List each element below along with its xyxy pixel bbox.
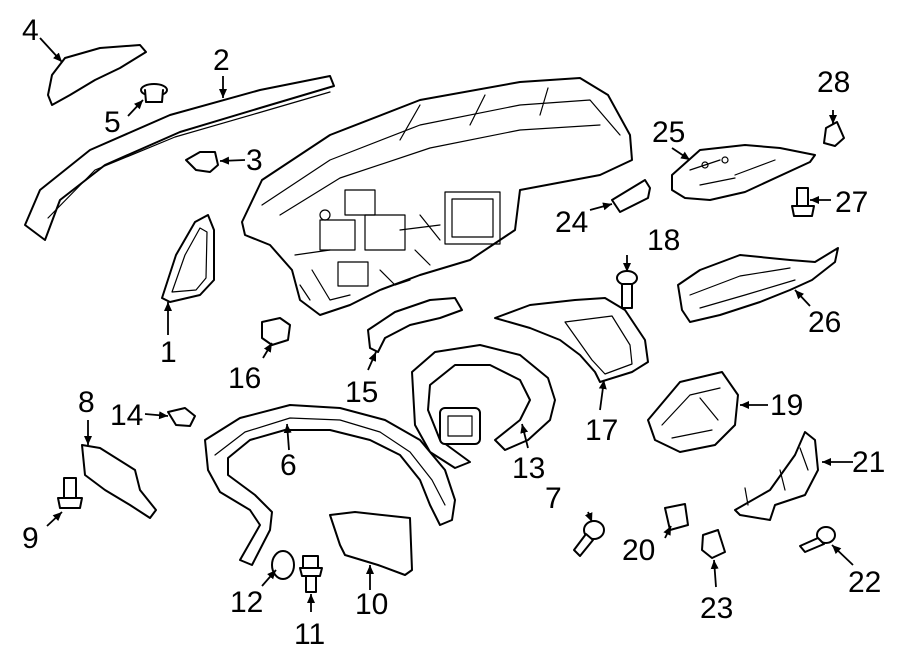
callout-10: 10: [355, 588, 388, 621]
callout-11: 11: [294, 618, 325, 651]
callout-7: 7: [545, 482, 562, 515]
callout-19: 19: [770, 389, 803, 422]
callout-25: 25: [652, 116, 685, 149]
callout-27: 27: [835, 186, 868, 219]
callout-17: 17: [585, 414, 618, 447]
part-2-upper-trim: [24, 75, 335, 241]
part-6-lower-trim: [204, 404, 456, 566]
callout-23: 23: [700, 592, 733, 625]
part-24-pad: [611, 179, 651, 213]
callout-5: 5: [104, 106, 121, 139]
callout-12: 12: [230, 586, 263, 619]
callout-4: 4: [22, 14, 39, 47]
leader-lines: [39, 37, 854, 612]
part-28-cap: [823, 121, 845, 147]
part-25-module: [671, 144, 816, 201]
callout-21: 21: [852, 446, 885, 479]
part-19-latch: [647, 371, 739, 453]
part-3-bracket: [185, 151, 219, 173]
part-16-bracket: [261, 317, 291, 346]
part-9-screw: [57, 477, 83, 509]
part-10-lower-panel: [329, 511, 413, 576]
callout-15: 15: [345, 376, 378, 409]
callout-1: 1: [160, 336, 177, 369]
callout-28: 28: [817, 66, 850, 99]
part-17-glovebox-frame: [494, 297, 649, 383]
callout-22: 22: [848, 566, 881, 599]
callout-labels: 4 2 5 3 1 16 15 13 17 18 19 21 22 23 20 …: [22, 14, 885, 651]
part-8-side-bracket: [81, 444, 157, 519]
callout-26: 26: [808, 306, 841, 339]
callout-3: 3: [246, 144, 263, 177]
part-18-bolt: [616, 270, 638, 309]
callout-9: 9: [22, 522, 39, 555]
part-13-column-cover: [411, 344, 556, 469]
instrument-panel-body: [241, 77, 633, 316]
part-4-side-cap: [47, 44, 147, 106]
part-14-clip: [167, 407, 196, 427]
part-5-clip: [140, 83, 168, 103]
callout-14: 14: [110, 399, 143, 432]
part-26-glovebox-door: [677, 247, 839, 323]
part-23-plate: [701, 529, 726, 559]
part-12-cap: [271, 550, 295, 580]
callout-18: 18: [647, 224, 680, 257]
callout-6: 6: [280, 449, 297, 482]
part-27-bolt: [791, 187, 815, 217]
part-1-end-panel: [161, 214, 215, 303]
callout-2: 2: [213, 44, 230, 77]
part-21-bracket: [734, 431, 819, 521]
part-11-bolt: [299, 555, 323, 593]
callout-8: 8: [78, 386, 95, 419]
part-7-screw: [573, 520, 605, 557]
callout-24: 24: [555, 206, 588, 239]
callout-20: 20: [622, 534, 655, 567]
callout-13: 13: [512, 452, 545, 485]
part-15-support: [367, 297, 463, 353]
callout-16: 16: [228, 362, 261, 395]
part-20-clip: [664, 503, 689, 531]
part-22-screw: [799, 526, 836, 553]
